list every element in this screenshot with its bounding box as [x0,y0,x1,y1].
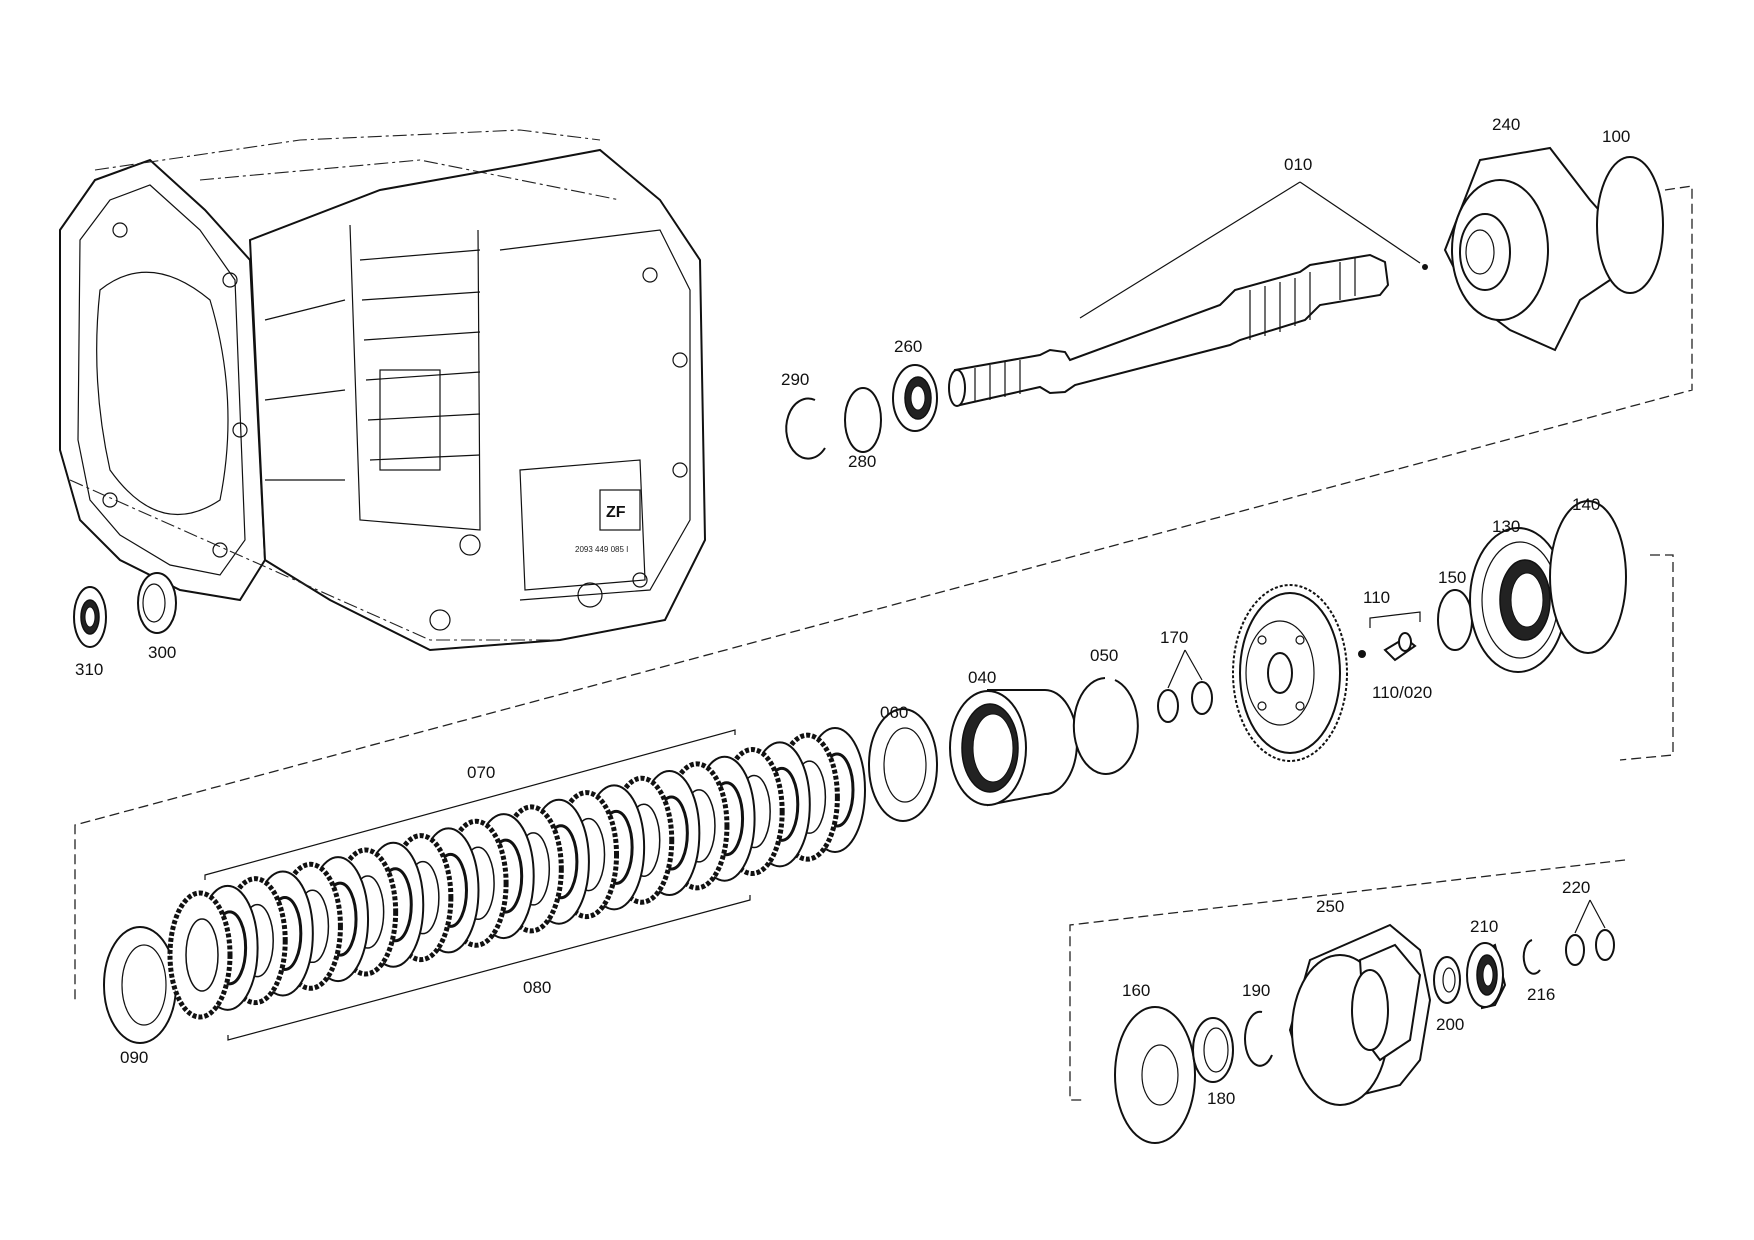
zf-logo-box [599,489,641,531]
label-090: 090 [120,1048,148,1067]
part-110-ball [1358,650,1366,658]
part-010-ball [1422,264,1428,270]
label-200: 200 [1436,1015,1464,1034]
label-300: 300 [148,643,176,662]
part-110-bracket [1369,611,1421,628]
part-010-shaft [948,253,1428,407]
part-170-ring-b [1191,681,1213,715]
part-210-bearing [1466,942,1507,1010]
zf-logo: ZF [606,504,626,521]
label-100: 100 [1602,127,1630,146]
part-160-disc [1114,1006,1196,1144]
label-290: 290 [781,370,809,389]
part-170-ring-a [1157,689,1179,723]
label-280: 280 [848,452,876,471]
label-010: 010 [1284,155,1312,174]
label-110-020: 110/020 [1372,683,1432,702]
clutch-disc-bore [185,918,219,992]
middle-assembly-frame [1619,554,1674,761]
label-050: 050 [1090,646,1118,665]
part-300-seal [137,572,177,634]
part-220-leader [1574,899,1606,934]
label-140: 140 [1572,495,1600,514]
part-290-snap-ring [785,397,826,460]
label-130: 130 [1492,517,1520,536]
part-180-seal [1192,1017,1234,1083]
part-250-piston [1288,923,1432,1106]
gear [1232,584,1348,762]
part-080-bracket [227,895,751,1041]
part-140-o-ring [1549,500,1627,654]
transmission-housing: ZF 2093 449 085 I [59,129,707,652]
part-040-drum [949,689,1078,807]
part-280-ring [844,387,882,453]
label-180: 180 [1207,1089,1235,1108]
clutch-disc-pack [167,727,866,1020]
part-260-bearing [892,364,938,432]
label-260: 260 [894,337,922,356]
part-100-o-ring [1596,156,1664,294]
part-220-ring-a [1565,934,1585,966]
part-240-cover [1443,146,1632,352]
upper-assembly-frame [74,185,1693,1000]
label-310: 310 [75,660,103,679]
label-160: 160 [1122,981,1150,1000]
part-110-020-pin [1383,632,1417,662]
label-250: 250 [1316,897,1344,916]
part-010-leader [1079,181,1421,319]
part-090-disc [103,926,177,1044]
label-210: 210 [1470,917,1498,936]
label-240: 240 [1492,115,1520,134]
part-170-leader [1167,649,1203,689]
part-130-bearing [1469,527,1567,673]
label-220: 220 [1562,878,1590,897]
part-070-bracket [204,729,736,880]
label-190: 190 [1242,981,1270,1000]
label-080: 080 [523,978,551,997]
part-220-ring-b [1595,929,1615,961]
part-labels: 010 240 100 260 290 280 310 300 140 130 … [75,115,1630,1108]
label-216: 216 [1527,985,1555,1004]
label-070: 070 [467,763,495,782]
part-190-snap-ring [1244,1010,1273,1067]
label-170: 170 [1160,628,1188,647]
housing-part-number: 2093 449 085 I [575,545,628,554]
part-150-ring [1437,589,1473,651]
label-060: 060 [880,703,908,722]
part-216-snap-ring [1522,939,1541,975]
part-060-disc [868,708,938,822]
part-050-snap-ring [1072,677,1139,775]
part-310-seal [73,586,107,648]
label-150: 150 [1438,568,1466,587]
label-110: 110 [1363,588,1390,607]
part-200-ring [1433,956,1461,1004]
lower-assembly-frame [1069,859,1626,1101]
label-040: 040 [968,668,996,687]
